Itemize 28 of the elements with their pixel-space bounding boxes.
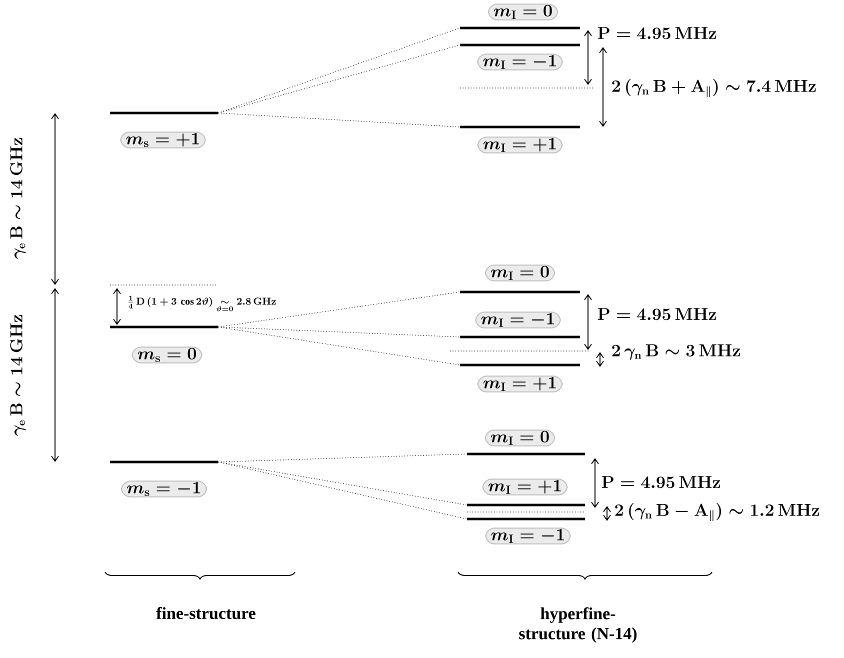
connector-line (218, 462, 468, 506)
connector-line (218, 326, 460, 366)
state-label: $m_{\mathbf{I}} = +1$ (477, 376, 563, 392)
dimension-label: $2\,(\gamma_{\mathbf{n}}\,\mathbf{B} + \mathbf{A}_{\parallel}) \sim \mathbf{7.4\,MHz}$ (612, 78, 816, 98)
state-label: $m_{\mathbf{s}} = -1$ (121, 480, 207, 498)
state-label: $m_{\mathbf{I}} = +1$ (482, 478, 568, 496)
dimension-label: $\tfrac{1}{4}\,\mathbf{D}\,(1 + 3\,\cos 2\vartheta) \underset{\vartheta=0}{\sim} \mathbf{2.8\,GHz}$ (128, 296, 276, 312)
dimension-label: $2\,(\gamma_{\mathbf{n}}\,\mathbf{B} - \mathbf{A}_{\parallel}) \sim \mathbf{1.2\,MHz}$ (615, 502, 820, 522)
connector-line (218, 462, 468, 520)
dimension-label: $\mathbf{P} = \mathbf{4.95\,MHz}$ (602, 476, 720, 488)
dimension-label: $\gamma_{\mathbf{e}}\,\mathbf{B} \sim \mathbf{14\,GHz}$ (10, 138, 26, 259)
state-label: $m_{\mathbf{I}} = -1$ (477, 54, 563, 70)
connector-line (218, 28, 460, 114)
dimension-label: $\mathbf{P} = \mathbf{4.95\,MHz}$ (598, 27, 716, 40)
state-label: $m_{\mathbf{s}} = 0$ (132, 346, 202, 364)
state-label: $m_{\mathbf{I}} = -1$ (485, 528, 571, 544)
connector-line (218, 112, 460, 128)
state-label: $m_{\mathbf{I}} = -1$ (475, 312, 561, 328)
state-label: $m_{\mathbf{I}} = 0$ (484, 264, 556, 282)
dimension-label: $2\,\gamma_{\mathbf{n}}\,\mathbf{B} \sim \mathbf{3\,MHz}$ (612, 344, 740, 360)
dimension-label: $\gamma_{\mathbf{e}}\,\mathbf{B} \sim \mathbf{14\,GHz}$ (10, 314, 26, 436)
state-label: $m_{\mathbf{I}} = +1$ (477, 136, 563, 154)
dimension-label: $\mathbf{P} = \mathbf{4.95\,MHz}$ (598, 308, 716, 320)
state-label: $m_{\mathbf{s}} = +1$ (120, 132, 206, 148)
section-label: fine-structure (156, 606, 256, 620)
section-label: hyperfine-structure (N-14) (519, 607, 637, 643)
state-label: $m_{\mathbf{I}} = 0$ (484, 430, 556, 446)
state-label: $m_{\mathbf{I}} = 0$ (488, 4, 558, 20)
